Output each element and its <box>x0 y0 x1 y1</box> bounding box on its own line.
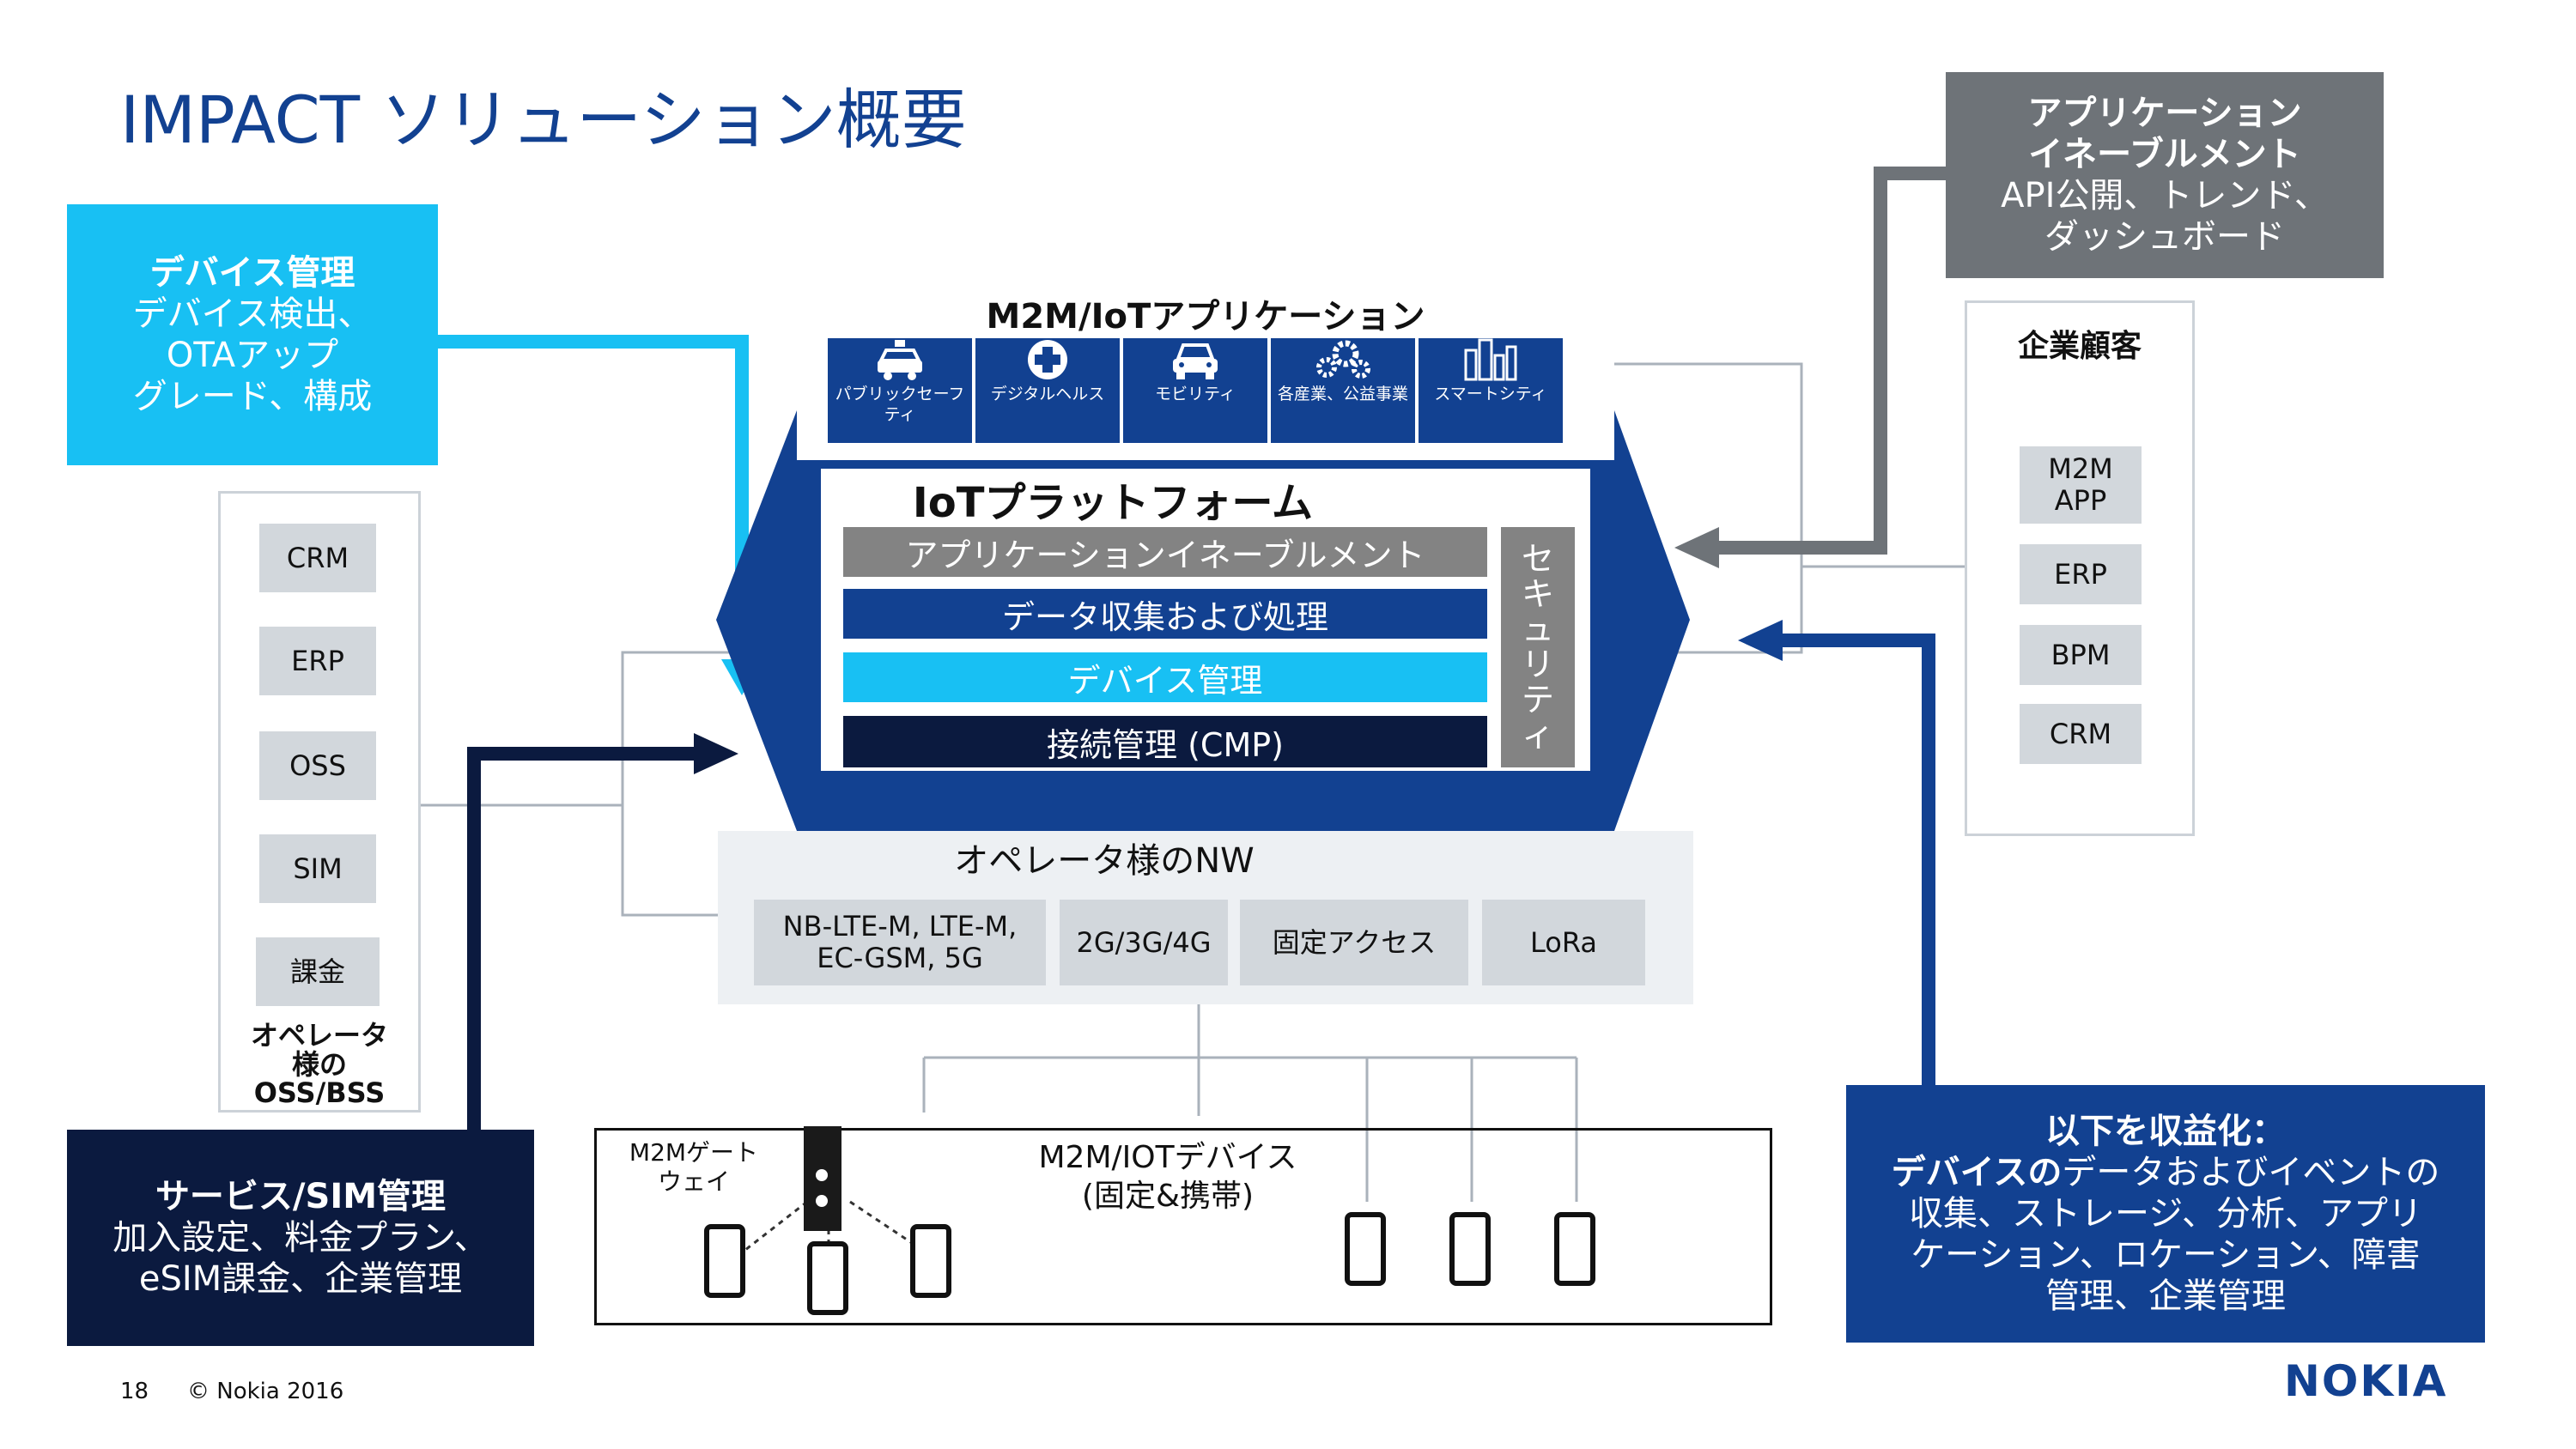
security-char: キ <box>1521 574 1554 613</box>
app-label: モビリティ <box>1155 385 1236 403</box>
app-smart-city: スマートシティ <box>1419 338 1563 443</box>
callout-line: グレード、構成 <box>132 377 373 416</box>
nw-item-lte: NB-LTE-M, LTE-M, EC-GSM, 5G <box>754 900 1046 985</box>
oss-item-crm: CRM <box>259 524 376 592</box>
devices-title: M2M/IOTデバイス (固定&携帯) <box>987 1138 1348 1216</box>
oss-label-line: OSS/BSS <box>253 1076 386 1110</box>
operator-nw-title: オペレータ様のNW <box>954 841 1255 881</box>
nw-item-fixed-access: 固定アクセス <box>1240 900 1468 985</box>
app-label: デジタルヘルス <box>990 385 1105 403</box>
callout-bold: デバイスの <box>1891 1153 2063 1192</box>
callout-line: OTAアップ <box>166 336 339 375</box>
nokia-logo: NOKIA <box>2284 1356 2448 1406</box>
app-label: パブリックセーフティ <box>835 385 965 424</box>
callout-text: データおよびイベントの <box>2062 1153 2440 1192</box>
enterprise-header: 企業顧客 <box>2017 329 2142 364</box>
layer-data-processing: データ収集および処理 <box>843 589 1487 639</box>
phone-icon <box>704 1224 745 1298</box>
layer-connectivity-management: 接続管理 (CMP) <box>843 716 1487 767</box>
nw-item-lora: LoRa <box>1482 900 1645 985</box>
car-icon <box>1173 343 1218 379</box>
security-char: ィ <box>1521 716 1554 755</box>
callout-line: 加入設定、料金プラン、 <box>112 1218 489 1258</box>
oss-bss-label: オペレータ 様の OSS/BSS <box>218 1019 421 1110</box>
security-char: ュ <box>1521 609 1554 648</box>
app-mobility: モビリティ <box>1123 338 1267 443</box>
oss-label-line: オペレータ <box>250 1019 388 1052</box>
app-digital-health: デジタルヘルス <box>975 338 1120 443</box>
page-title: IMPACT ソリューション概要 <box>120 82 967 158</box>
app-label: 各産業、公益事業 <box>1277 385 1408 403</box>
callout-line: デバイスのデータおよびイベントの <box>1892 1152 2440 1193</box>
enterprise-item-erp: ERP <box>2020 544 2142 604</box>
layer-device-management: デバイス管理 <box>843 652 1487 702</box>
gateway-device-icon <box>804 1126 841 1231</box>
page-number: 18 <box>120 1379 149 1404</box>
copyright: © Nokia 2016 <box>187 1379 344 1404</box>
monetize-callout: 以下を収益化： デバイスのデータおよびイベントの 収集、ストレージ、分析、アプリ… <box>1846 1085 2485 1343</box>
security-char: テ <box>1521 681 1554 719</box>
callout-heading: サービス/SIM管理 <box>155 1177 447 1216</box>
device-management-callout: デバイス管理 デバイス検出、 OTAアップ グレード、構成 <box>67 204 438 465</box>
gateway-label: M2Mゲート ウェイ <box>608 1138 780 1196</box>
security-column: セ キ ュ リ テ ィ <box>1501 527 1575 767</box>
app-industry-utilities: 各産業、公益事業 <box>1271 338 1415 443</box>
callout-heading: デバイス管理 <box>149 253 355 293</box>
callout-line: ダッシュボード <box>2044 217 2285 257</box>
phone-icon <box>910 1224 951 1298</box>
callout-line: 収集、ストレージ、分析、アプリ <box>1909 1194 2422 1234</box>
gateway-label-line: ウェイ <box>657 1167 730 1196</box>
layer-app-enablement: アプリケーションイネーブルメント <box>843 527 1487 577</box>
security-char: リ <box>1521 646 1554 683</box>
callout-line: デバイス検出、 <box>132 294 373 334</box>
callout-line: ケーション、ロケーション、障害 <box>1911 1235 2421 1275</box>
police-car-icon <box>878 340 922 380</box>
enterprise-item-m2m-app: M2M APP <box>2020 446 2142 524</box>
gears-icon <box>1316 340 1370 379</box>
phone-icon <box>1449 1212 1491 1286</box>
oss-label-line: 様の <box>291 1047 347 1081</box>
callout-line: eSIM課金、企業管理 <box>138 1259 463 1299</box>
phone-icon <box>1554 1212 1595 1286</box>
app-public-safety: パブリックセーフティ <box>828 338 972 443</box>
city-buildings-icon <box>1464 338 1517 381</box>
app-label: スマートシティ <box>1434 385 1547 403</box>
nw-item-2g3g4g: 2G/3G/4G <box>1060 900 1228 985</box>
devices-panel <box>594 1128 1772 1325</box>
enterprise-item-crm: CRM <box>2020 704 2142 764</box>
service-sim-callout: サービス/SIM管理 加入設定、料金プラン、 eSIM課金、企業管理 <box>67 1130 534 1346</box>
callout-heading: イネーブルメント <box>2028 135 2301 174</box>
medical-cross-icon <box>1028 340 1067 379</box>
gateway-label-line: M2Mゲート <box>629 1138 759 1167</box>
oss-item-erp: ERP <box>259 627 376 695</box>
operator-oss-bss-panel <box>218 491 421 1113</box>
phone-icon <box>1345 1212 1386 1286</box>
oss-item-sim: SIM <box>259 834 376 903</box>
callout-heading: 以下を収益化： <box>2045 1112 2286 1151</box>
app-enablement-callout: アプリケーション イネーブルメント API公開、トレンド、 ダッシュボード <box>1946 72 2384 278</box>
callout-heading: アプリケーション <box>2027 94 2302 133</box>
phone-icon <box>807 1241 848 1315</box>
oss-item-billing: 課金 <box>256 937 380 1006</box>
callout-line: 管理、企業管理 <box>2045 1276 2286 1316</box>
devices-title-line: (固定&携帯) <box>1081 1179 1255 1214</box>
enterprise-item-bpm: BPM <box>2020 625 2142 685</box>
oss-item-oss: OSS <box>259 731 376 800</box>
iot-platform-title: IoTプラットフォーム <box>912 479 1314 527</box>
security-char: セ <box>1521 539 1554 578</box>
m2m-apps-header: M2M/IoTアプリケーション <box>986 297 1425 336</box>
callout-line: API公開、トレンド、 <box>2001 176 2329 215</box>
devices-title-line: M2M/IOTデバイス <box>1038 1140 1297 1175</box>
